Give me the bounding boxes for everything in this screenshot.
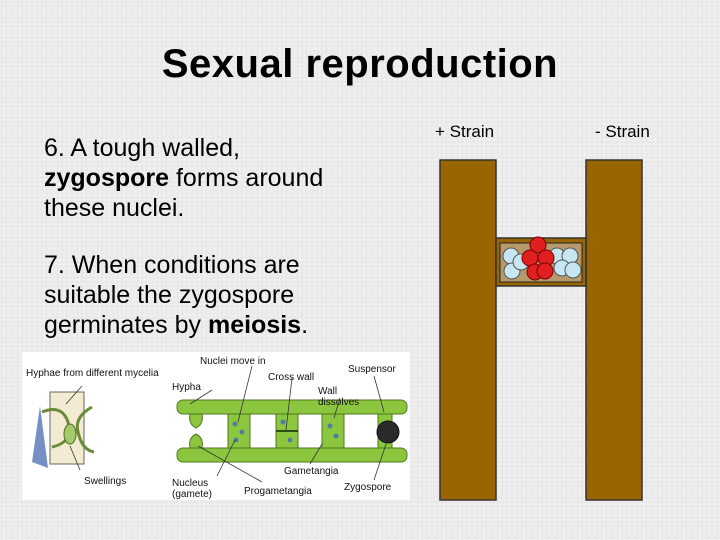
lower-hypha (176, 447, 408, 463)
minus-strain-label: - Strain (595, 122, 650, 141)
swellings-label: Swellings (84, 476, 127, 487)
zygospore-leader (373, 443, 387, 481)
figure-illustration (32, 365, 408, 483)
inset-pointer (32, 406, 48, 468)
progametangium-lower (189, 433, 203, 449)
plus-nuclei-group (521, 236, 555, 281)
suspensor-label: Suspensor (348, 364, 396, 375)
plus-strain-label: + Strain (435, 122, 495, 141)
gametangia-label: Gametangia (284, 466, 339, 477)
hyphae-leader (65, 385, 83, 405)
hyphae-label: Hyphae from different mycelia (26, 368, 159, 379)
hyphae-strip (176, 399, 408, 463)
step-6-prefix: 6. A tough walled, (44, 134, 240, 162)
step-7-text: 7. When conditions are suitable the zygo… (44, 250, 374, 340)
zygospore-formation-figure: Hyphae from different mycelia Swellings … (22, 352, 410, 500)
inset-swelling (63, 423, 77, 445)
plus-strain-hypha (439, 159, 497, 501)
nuclei-move-label: Nuclei move in (200, 356, 266, 367)
nucleus-dot (327, 423, 333, 429)
nucleus-minus (564, 261, 582, 279)
step-6-suffix: forms around these nuclei. (44, 164, 324, 222)
nucleus-leader (216, 439, 236, 477)
inset-hypha-left (41, 408, 71, 449)
step-7-suffix: . (301, 311, 309, 339)
inset-hypha-right (75, 405, 95, 454)
nucleus-plus (529, 236, 547, 254)
nucleus-dot (287, 437, 293, 443)
swellings-leader (69, 445, 81, 471)
nuclei-move-leader (237, 365, 253, 423)
nucleus-label: Nucleus (172, 478, 209, 489)
gamete-label: (gamete) (172, 489, 213, 500)
hypha-leader (189, 389, 213, 405)
stage-4-bridge (321, 413, 345, 449)
progametangia-label: Progametangia (244, 486, 312, 497)
step-7-term: meiosis (207, 311, 302, 339)
nucleus-dot (232, 421, 238, 427)
step-6-term: zygospore (44, 164, 170, 192)
wall-dissolves-label: Wall dissolves (318, 386, 360, 408)
nucleus-dot (280, 419, 286, 425)
zygospore-label: Zygospore (344, 482, 392, 493)
cross-wall-leader (285, 377, 293, 431)
page-title: Sexual reproduction (161, 42, 559, 86)
suspensor-leader (373, 375, 385, 413)
progametangium-upper (189, 413, 203, 429)
gametangia-leader (309, 443, 323, 465)
hypha-label: Hypha (172, 382, 201, 393)
step-6-text: 6. A tough walled, zygospore forms aroun… (44, 133, 364, 223)
zygospore-body (376, 420, 400, 444)
minus-nuclei-group (502, 247, 582, 280)
upper-hypha (176, 399, 408, 415)
progametangia-leader (197, 445, 263, 483)
minus-strain-hypha (585, 159, 643, 501)
nucleus-dot (239, 429, 245, 435)
step-7-prefix: 7. When conditions are suitable the zygo… (44, 251, 300, 339)
wall-dissolves-leader (333, 397, 341, 419)
nucleus-dot (333, 433, 339, 439)
cross-wall-label: Cross wall (268, 372, 315, 383)
nucleus-plus (536, 262, 554, 280)
